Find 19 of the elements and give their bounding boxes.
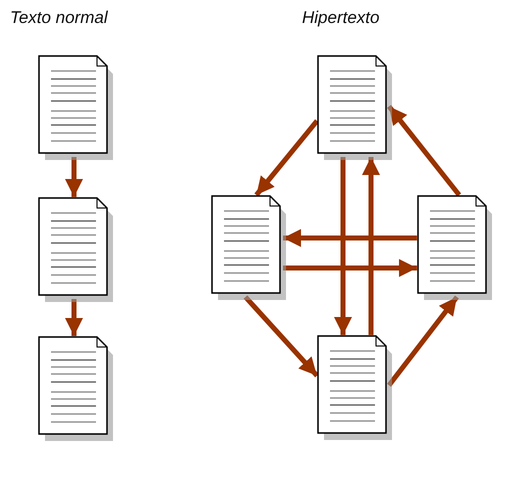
arrow xyxy=(387,295,459,387)
arrow xyxy=(334,157,352,335)
document-icon xyxy=(211,195,283,297)
column-heading: Texto normal xyxy=(10,8,108,28)
document-icon xyxy=(317,335,389,437)
arrow xyxy=(362,157,380,335)
arrow xyxy=(254,119,319,197)
arrow xyxy=(65,157,83,197)
arrow xyxy=(65,299,83,336)
column-heading: Hipertexto xyxy=(302,8,380,28)
document-icon xyxy=(317,55,389,157)
document-icon xyxy=(38,55,110,157)
arrow xyxy=(244,295,319,378)
arrow xyxy=(283,229,417,247)
document-icon xyxy=(38,336,110,438)
arrow xyxy=(283,259,417,277)
document-icon xyxy=(417,195,489,297)
document-icon xyxy=(38,197,110,299)
arrow xyxy=(387,104,462,197)
